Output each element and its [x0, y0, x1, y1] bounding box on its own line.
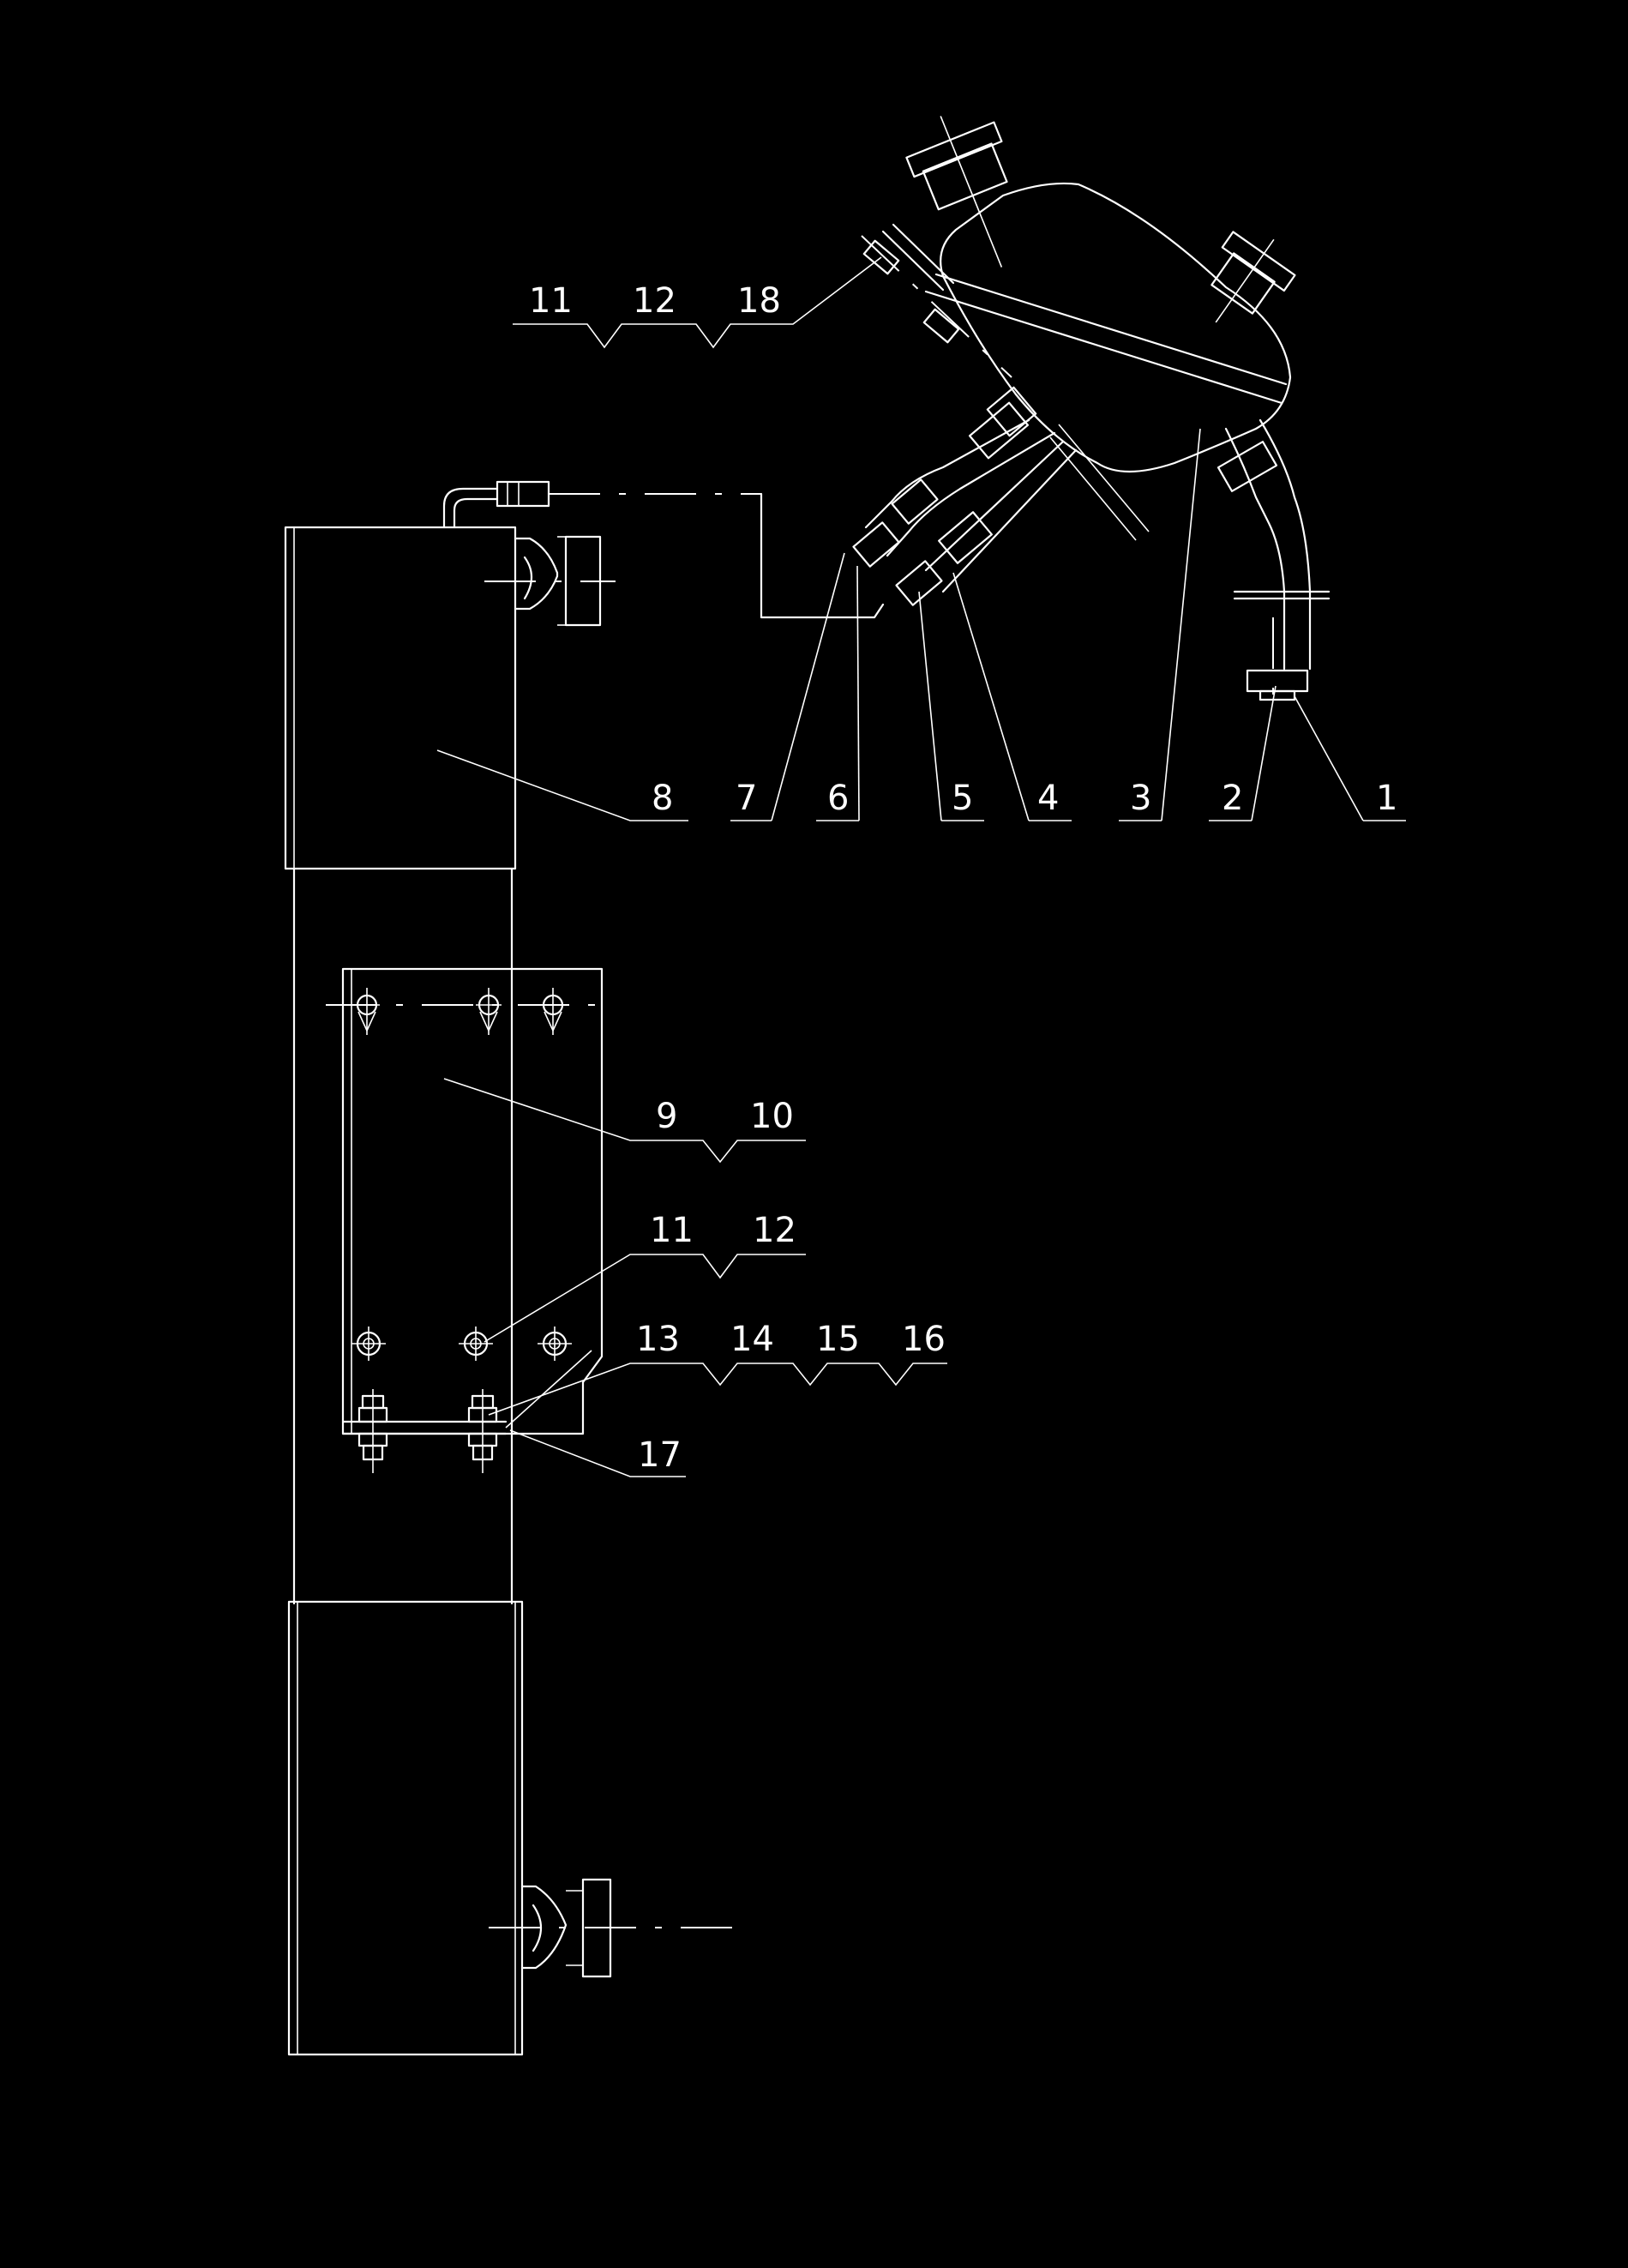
- label-c4-0: 11: [650, 1211, 694, 1250]
- label-c2-4: 4: [1037, 779, 1059, 818]
- label-c2-2: 6: [827, 779, 849, 818]
- label-c1-0: 11: [529, 281, 573, 321]
- label-c2-0: 8: [652, 779, 673, 818]
- label-c2-6: 2: [1222, 779, 1243, 818]
- leader-lines: [436, 256, 1406, 1477]
- bolt-row-bottom: [351, 1327, 572, 1361]
- vertical-duct: [284, 526, 524, 2056]
- bolt-row-top: [354, 988, 566, 1035]
- label-c1-1: 12: [633, 281, 676, 321]
- upper-nozzle: [484, 535, 616, 627]
- label-c2-5: 3: [1130, 779, 1151, 818]
- inclined-vessel: [549, 116, 1331, 701]
- mounting-bracket: [341, 1389, 508, 1473]
- label-c3-0: 9: [656, 1097, 677, 1136]
- label-c2-7: 1: [1376, 779, 1397, 818]
- top-elbow-pipe: [442, 480, 754, 529]
- label-c5-3: 16: [902, 1320, 946, 1359]
- label-c5-1: 14: [730, 1320, 774, 1359]
- label-c2-1: 7: [736, 779, 757, 818]
- label-c1-2: 18: [737, 281, 781, 321]
- label-c4-1: 12: [753, 1211, 796, 1250]
- label-c2-3: 5: [952, 779, 973, 818]
- part-labels: 11 12 18 8 7 6 5 4 3 2 1 9 10 11 12 13 1…: [529, 281, 1397, 1475]
- lower-nozzle: [489, 1878, 733, 1978]
- label-c3-1: 10: [750, 1097, 794, 1136]
- cover-plate: [326, 967, 604, 1435]
- label-c6-0: 17: [638, 1435, 682, 1475]
- label-c5-0: 13: [636, 1320, 680, 1359]
- label-c5-2: 15: [816, 1320, 860, 1359]
